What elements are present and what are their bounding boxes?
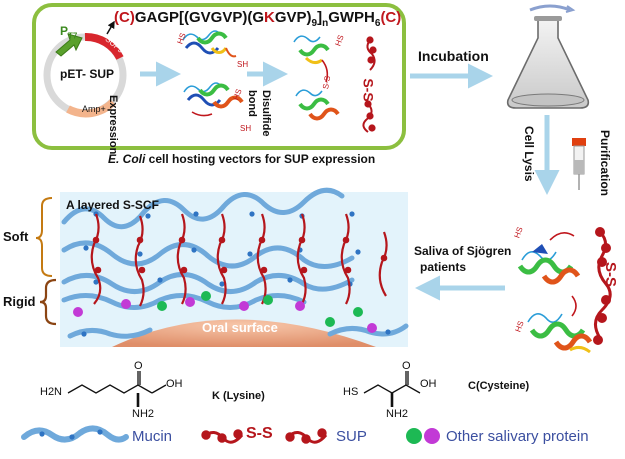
caption-ecoli: E. Coli [108, 152, 146, 166]
promoter-letter: P [60, 24, 69, 38]
plasmid-name: pET- SUP [60, 67, 115, 81]
sequence-lysine: K [264, 9, 275, 26]
sup-legend-icon [201, 428, 328, 444]
lysine-oh: OH [166, 378, 183, 390]
sup-crosslinks [90, 213, 388, 307]
sequence-sub-9: 9 [311, 18, 318, 29]
sequence-part-2: GVP) [274, 9, 312, 26]
lysine-h2n: H2N [40, 386, 63, 398]
sequence-sub-n: n [322, 18, 329, 29]
oral-surface [112, 319, 376, 347]
saliva-label-2: patients [420, 260, 467, 274]
purification-label: Purification [598, 130, 612, 197]
sequence-part-1: GAGP[(GVGVP)(G [134, 9, 264, 26]
cysteine-structure-icon [363, 371, 421, 407]
green-protein-legend-icon [406, 428, 422, 444]
saliva-label-1: Saliva of Sjögren [414, 244, 512, 258]
other-protein-legend-label: Other salivary protein [446, 428, 589, 445]
promoter-label: PT7 [60, 24, 77, 40]
rigid-bracket [39, 278, 57, 326]
oral-surface-label: Oral surface [202, 320, 278, 335]
sup-protein-cluster-icon [517, 232, 593, 354]
mucin-nodes [81, 211, 391, 337]
lysine-structure-icon [67, 371, 167, 407]
scf-title: A layered S-SCF [66, 198, 159, 212]
sup-sequence: (C)GAGP[(GVGVP)(GKGVP)9]nGWPH6(C) [114, 9, 401, 29]
ss-legend-label: S-S [246, 425, 273, 442]
promoter-sub: T7 [68, 31, 78, 41]
sup-protein-structure-icon [182, 30, 244, 117]
mucin-legend-label: Mucin [132, 428, 173, 445]
ss-label-right: S-S [602, 261, 620, 288]
incubation-label: Incubation [418, 48, 489, 64]
soft-label: Soft [3, 229, 29, 244]
ss-label-chain: S-S [360, 78, 377, 102]
mucin-legend-icon [21, 425, 129, 443]
soft-bracket [35, 197, 53, 277]
cysteine-nh2: NH2 [386, 408, 409, 420]
plasmid-diagram [43, 20, 127, 118]
lysine-o: O [134, 360, 143, 372]
purple-protein-legend-icon [424, 428, 440, 444]
cysteine-oh: OH [420, 378, 437, 390]
caption-rest: cell hosting vectors for SUP expression [145, 152, 376, 166]
sequence-part-3: ] [317, 9, 323, 26]
sh-label-1: SH [237, 60, 249, 69]
disulfide-label: Disulfide [260, 90, 272, 137]
rigid-label: Rigid [3, 294, 36, 309]
sequence-sub-6: 6 [374, 18, 381, 29]
cysteine-label: C(Cysteine) [468, 380, 530, 392]
expression-caption: E. Coli cell hosting vectors for SUP exp… [108, 152, 375, 166]
expression-label: Expression [107, 95, 119, 155]
bond-label: bond [246, 90, 258, 117]
lysine-nh2: NH2 [132, 408, 155, 420]
salivary-proteins [73, 291, 377, 333]
sup-dimer-structure-icon [293, 35, 340, 121]
cell-lysis-label: Cell Lysis [522, 126, 536, 182]
flask-icon [506, 4, 590, 109]
sequence-cysteine-start: (C) [114, 9, 135, 26]
sh-label-2: SH [240, 124, 252, 133]
right-ss-chain-icon [593, 227, 612, 345]
amp-segment-label: Amp+ [82, 104, 106, 114]
sup-legend-label: SUP [336, 428, 367, 445]
sequence-part-4: GWPH [328, 9, 375, 26]
ss-chain-icon [362, 36, 377, 133]
sequence-cysteine-end: (C) [380, 9, 402, 26]
lysine-label: K (Lysine) [212, 390, 265, 402]
cysteine-o: O [402, 360, 411, 372]
cysteine-hs: HS [343, 386, 359, 398]
purification-tube-icon [572, 138, 586, 190]
